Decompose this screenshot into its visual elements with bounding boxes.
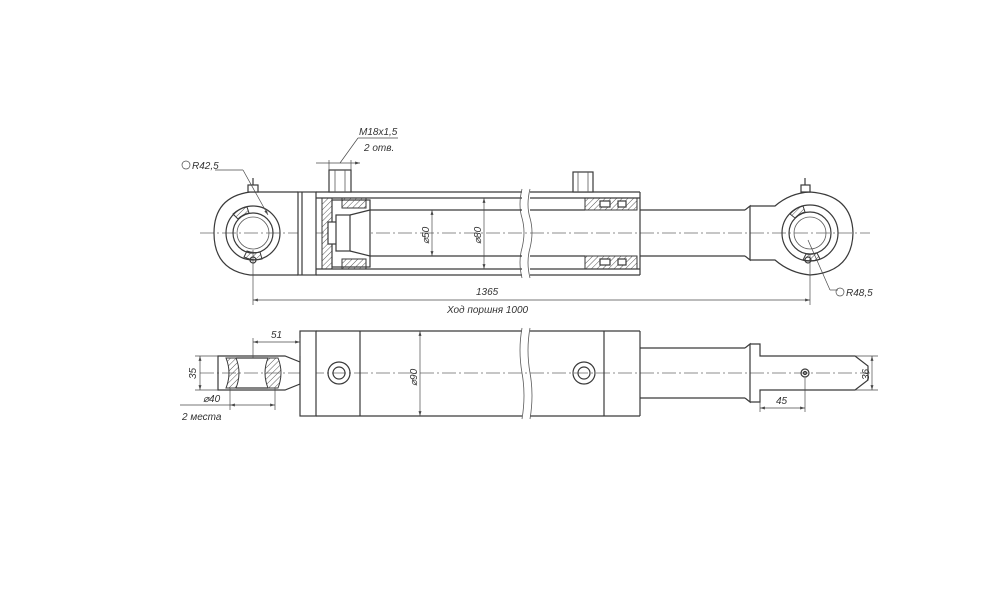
top-view: M18x1,5 2 отв. R42,5 R48,5 ⌀50 ⌀80 [181, 127, 873, 316]
label-total-length: 1365 [476, 287, 499, 298]
label-height-36: 36 [861, 368, 872, 380]
dim-height-36: 36 [855, 355, 878, 391]
label-port-count: 2 отв. [363, 143, 394, 154]
label-radius-right: R48,5 [846, 288, 873, 299]
right-eye [750, 178, 854, 276]
left-port [328, 169, 352, 193]
dim-width-51: 51 [252, 330, 301, 358]
dim-pin-dia: ⌀40 2 места [180, 388, 276, 423]
label-bore-rod: ⌀50 [421, 226, 432, 244]
label-width-45: 45 [776, 396, 788, 407]
label-height-35: 35 [188, 367, 199, 379]
label-stroke: Ход поршня 1000 [446, 305, 529, 316]
rear-head [297, 191, 317, 276]
label-width-51: 51 [271, 330, 282, 341]
left-eye-side [217, 355, 301, 391]
dim-radius-right: R48,5 [807, 239, 873, 299]
cylinder-body-outside [299, 327, 641, 420]
label-bore-cyl: ⌀80 [473, 226, 484, 244]
rod-gland [584, 197, 638, 270]
rod-inside [370, 209, 585, 257]
piston [321, 197, 371, 270]
dim-port-thread: M18x1,5 2 отв. [316, 127, 398, 170]
label-radius-left: R42,5 [192, 161, 219, 172]
bottom-view: 51 35 ⌀40 2 места ⌀90 45 [180, 327, 878, 423]
dim-height-35: 35 [188, 355, 218, 391]
label-pin-places: 2 места [181, 412, 222, 423]
right-port [572, 171, 594, 193]
label-pin-dia: ⌀40 [203, 394, 221, 405]
dim-total-length: 1365 Ход поршня 1000 [252, 250, 811, 316]
label-body-dia: ⌀90 [409, 368, 420, 386]
label-port-thread: M18x1,5 [359, 127, 398, 138]
left-eye [213, 178, 298, 276]
dim-width-45: 45 [759, 378, 806, 412]
dim-body-dia: ⌀90 [409, 331, 422, 416]
dim-bores: ⌀50 ⌀80 [421, 198, 486, 269]
rod-outside [640, 204, 751, 262]
dim-radius-left: R42,5 [181, 160, 269, 216]
